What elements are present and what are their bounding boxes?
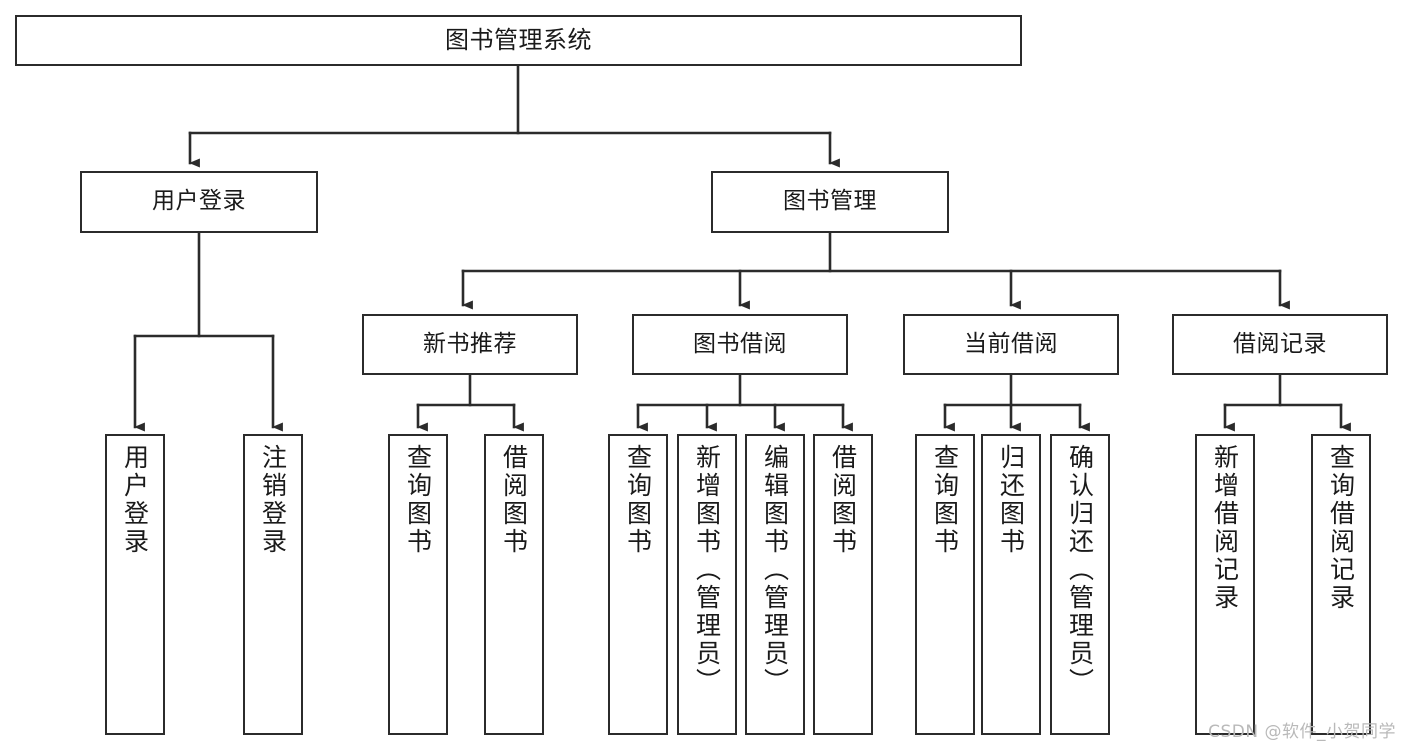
node-label: 图书管理 (783, 188, 877, 215)
node-label: 新增借阅记录 (1210, 444, 1240, 612)
node-label: 新书推荐 (423, 330, 517, 357)
leaf-records-add-record[interactable]: 新增借阅记录 (1195, 434, 1255, 735)
node-label: 归还图书 (996, 444, 1026, 556)
leaf-user-login-signin[interactable]: 用户登录 (105, 434, 165, 735)
node-label: 注销登录 (258, 444, 288, 556)
node-label: 借阅记录 (1233, 330, 1327, 357)
leaf-borrow-borrow-books[interactable]: 借阅图书 (813, 434, 873, 735)
node-label: 用户登录 (120, 444, 150, 556)
leaf-new-book-query-books[interactable]: 查询图书 (388, 434, 448, 735)
leaf-borrow-add-book-admin[interactable]: 新增图书（管理员） (677, 434, 737, 735)
node-label: 查询图书 (623, 444, 653, 556)
leaf-records-query-record[interactable]: 查询借阅记录 (1311, 434, 1371, 735)
node-label: 编辑图书（管理员） (760, 444, 790, 696)
node-root-book-management-system[interactable]: 图书管理系统 (15, 15, 1022, 66)
node-new-book-recommendation[interactable]: 新书推荐 (362, 314, 578, 375)
node-label: 查询图书 (403, 444, 433, 556)
leaf-new-book-borrow-books[interactable]: 借阅图书 (484, 434, 544, 735)
node-label: 当前借阅 (964, 330, 1058, 357)
node-label: 图书管理系统 (445, 26, 592, 55)
node-user-login[interactable]: 用户登录 (80, 171, 318, 233)
node-label: 查询借阅记录 (1326, 444, 1356, 612)
node-book-borrowing[interactable]: 图书借阅 (632, 314, 848, 375)
node-label: 确认归还（管理员） (1065, 444, 1095, 696)
node-current-borrowing[interactable]: 当前借阅 (903, 314, 1119, 375)
leaf-current-confirm-return-admin[interactable]: 确认归还（管理员） (1050, 434, 1110, 735)
node-label: 借阅图书 (828, 444, 858, 556)
node-book-management[interactable]: 图书管理 (711, 171, 949, 233)
leaf-borrow-edit-book-admin[interactable]: 编辑图书（管理员） (745, 434, 805, 735)
leaf-current-query-books[interactable]: 查询图书 (915, 434, 975, 735)
csdn-watermark: CSDN @软件_小贺同学 (1208, 722, 1396, 742)
node-label: 用户登录 (152, 188, 246, 215)
node-label: 借阅图书 (499, 444, 529, 556)
node-label: 图书借阅 (693, 330, 787, 357)
leaf-user-login-signout[interactable]: 注销登录 (243, 434, 303, 735)
node-borrowing-records[interactable]: 借阅记录 (1172, 314, 1388, 375)
node-label: 新增图书（管理员） (692, 444, 722, 696)
leaf-borrow-query-books[interactable]: 查询图书 (608, 434, 668, 735)
node-label: 查询图书 (930, 444, 960, 556)
leaf-current-return-books[interactable]: 归还图书 (981, 434, 1041, 735)
